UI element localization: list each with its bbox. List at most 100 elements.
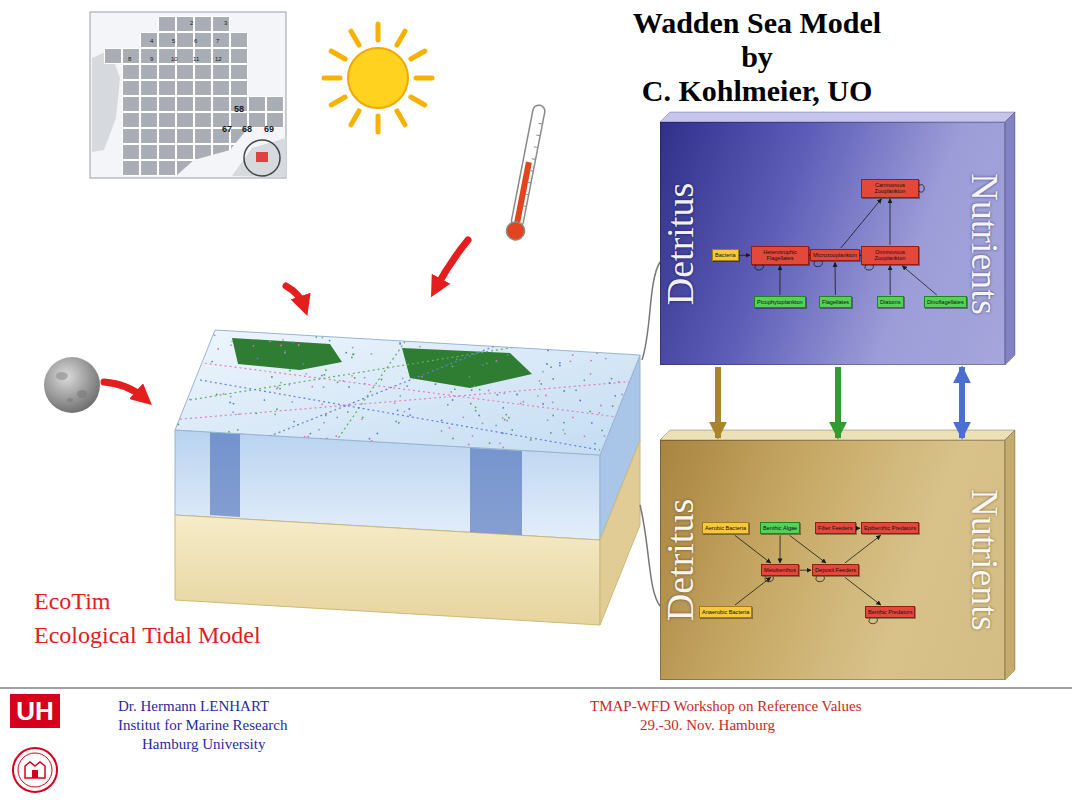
model-name: EcoTim [34,586,110,616]
state-variable-box: Filter Feeders [815,522,856,534]
flow-arrow [735,535,771,563]
flow-arrow [890,266,891,295]
flow-arrow [959,367,965,438]
tidal-block [170,262,660,625]
box-depth [660,112,1015,680]
grid-number: 6 [194,38,197,45]
grid-number: 10 [171,56,178,63]
moon [44,357,100,413]
box-label: Epibenthic Predators [864,525,916,531]
title-line: by [597,40,917,74]
sun [324,24,432,132]
state-variable-box: Carnivorous Zooplankton [861,179,919,198]
grid-number: 3 [224,20,227,27]
footer-text: Dr. Hermann LENHART [118,697,269,715]
flow-arrow [835,262,836,295]
state-variable-box: Omnivorous Zooplankton [861,246,919,265]
self-loop [865,265,873,270]
flow-arrow [780,535,781,563]
title-line: C. Kohlmeier, UO [597,74,917,108]
grid-number: 2 [190,20,193,27]
grid-number: 9 [150,56,153,63]
flow-arrow [860,255,862,256]
self-loop [919,185,924,192]
flow-arrow [790,535,826,563]
logo-text: UH [10,694,60,728]
box-label: Carnivorous Zooplankton [864,182,916,195]
state-variable-box: Benthic Predators [865,606,915,618]
grid-number: 68 [242,124,252,134]
box-label: Flagellates [822,299,849,305]
box-label: Filter Feeders [818,525,853,531]
university-logo [10,694,60,792]
compartment-label: Detritus [661,499,699,621]
state-variable-box: Heterotrophic Flagellates [751,246,809,265]
self-loop [765,576,773,581]
self-loop [869,618,877,623]
grid-number: 4 [150,38,153,45]
footer-text: TMAP-WFD Workshop on Reference Values [590,697,862,715]
state-variable-box: Aerobic Bacteria [702,522,749,534]
box-label: Anaerobic Bacteria [702,609,749,615]
grid-number: 7 [216,38,219,45]
box-label: Bacteria [715,252,736,258]
box-label: Deposit Feeders [815,567,856,573]
flow-arrow [779,266,780,295]
compartment-label: Detritus [661,182,699,304]
state-variable-box: Flagellates [819,296,852,308]
footer-text: Institut for Marine Research [118,716,288,734]
self-loop [816,576,824,581]
state-variable-box: Epibenthic Predators [861,522,919,534]
box-label: Picophytoplankton [757,299,803,305]
state-variable-box: Benthic Algae [760,522,800,534]
flow-arrow [835,367,841,438]
state-variable-box: Picophytoplankton [754,296,806,308]
flow-arrow [800,570,811,571]
flow-arrow [809,255,810,256]
box-label: Aerobic Bacteria [705,525,746,531]
state-variable-box: Diatoms [877,296,904,308]
box-label: Heterotrophic Flagellates [754,249,806,262]
flow-arrow [845,535,881,563]
state-variable-box: Microzooplankton [810,249,860,261]
grid-number: 69 [264,124,274,134]
box-label: Benthic Algae [763,525,797,531]
box-label: Omnivorous Zooplankton [864,249,916,262]
flow-arrow [735,577,771,605]
state-variable-box: Meiobenthos [761,564,799,576]
flow-arrow [845,577,881,605]
self-loop [755,265,763,270]
box-label: Meiobenthos [764,567,796,573]
map-inset [90,12,286,178]
grid-number: 5 [172,38,175,45]
box-label: Dinoflagellates [927,299,964,305]
footer-rule [0,688,1072,689]
model-subtitle: Ecological Tidal Model [34,620,261,650]
grid-number: 12 [215,56,222,63]
flow-arrow [857,528,861,529]
state-variable-box: Bacteria [712,249,739,261]
compartment-label: Nutrients [966,173,1004,314]
flow-arrow [902,266,937,295]
flow-arrow [740,255,751,256]
state-variable-box: Deposit Feeders [812,564,859,576]
flow-arrow [841,199,882,248]
box-label: Diatoms [880,299,901,305]
compartment-box: Detritus Nutrients Carnivorous Zooplankton… [660,122,1005,365]
flow-arrow [890,199,891,245]
state-variable-box: Anaerobic Bacteria [699,606,752,618]
self-loop [814,261,822,266]
box-label: Benthic Predators [868,609,912,615]
grid-number: 58 [234,104,244,114]
compartment-box: DetritusNutrientsAerobic BacteriaBenthic… [660,440,1005,680]
footer-text: 29.-30. Nov. Hamburg [640,716,775,734]
flow-arrow [715,367,721,438]
slide-title: Wadden Sea Model [597,6,917,40]
grid-number: 67 [222,124,232,134]
state-variable-box: Dinoflagellates [924,296,967,308]
compartment-label: Nutrients [966,489,1004,630]
grid-number: 11 [193,56,199,63]
grid-number: 8 [128,56,131,63]
box-label: Microzooplankton [813,252,857,258]
